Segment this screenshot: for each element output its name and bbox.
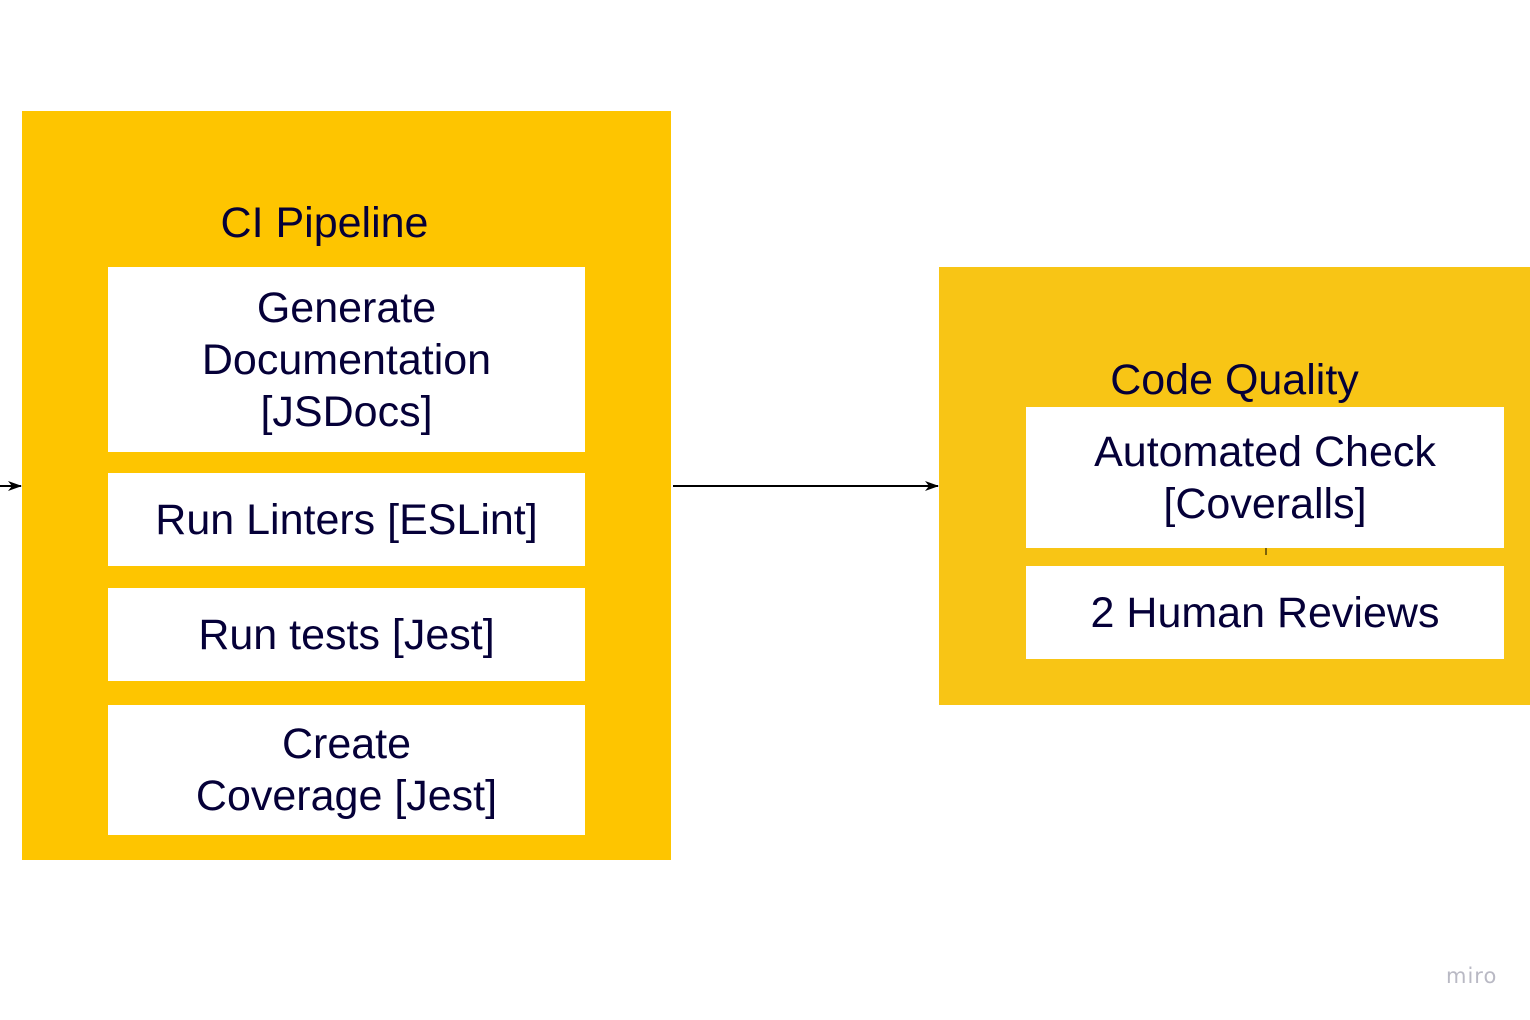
human-reviews-card[interactable]: 2 Human Reviews [1026,566,1504,659]
card-text-line: [Coveralls] [1163,479,1367,528]
card-text-line: Generate [256,283,437,332]
code-quality-title: Code Quality [1110,356,1359,404]
card-text-line: Create [281,720,412,768]
generate-documentation-card[interactable]: Generate Documentation [JSDocs] [108,267,585,452]
run-tests-card[interactable]: Run tests [Jest] [108,588,585,681]
card-text-line: Automated Check [1094,427,1436,476]
automated-check-card[interactable]: Automated Check [Coveralls] [1026,407,1504,548]
ci-pipeline-title: CI Pipeline [220,199,429,247]
create-coverage-card[interactable]: Create Coverage [Jest] [108,705,585,835]
card-text: 2 Human Reviews [1090,588,1440,637]
card-text-line: Coverage [Jest] [195,772,498,820]
card-text-line: Documentation [201,335,492,384]
card-text: Run Linters [ESLint] [155,495,538,544]
run-linters-card[interactable]: Run Linters [ESLint] [108,473,585,566]
card-text-line: [JSDocs] [260,387,433,436]
miro-watermark: miro [1446,964,1498,988]
card-text: Run tests [Jest] [198,610,495,659]
